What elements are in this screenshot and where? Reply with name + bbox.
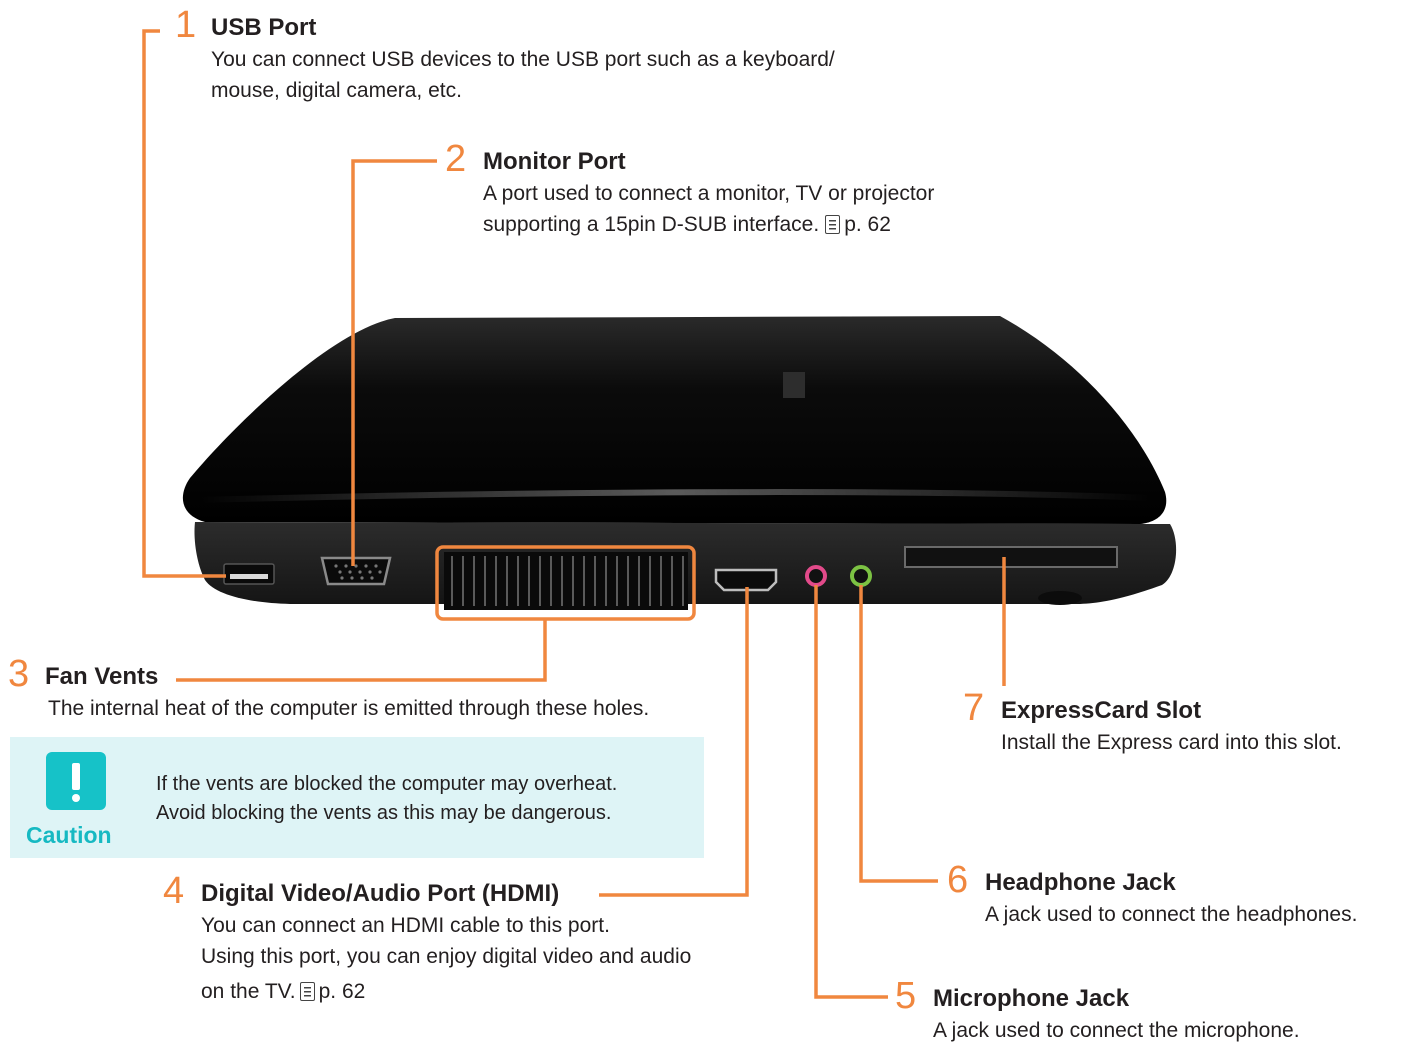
callout-number: 4 bbox=[163, 872, 184, 910]
callout-number: 5 bbox=[895, 977, 916, 1015]
callout-desc-line: A port used to connect a monitor, TV or … bbox=[483, 178, 934, 209]
expresscard-slot bbox=[905, 547, 1117, 567]
callout-number: 7 bbox=[963, 689, 984, 727]
callout-number: 2 bbox=[445, 140, 466, 178]
callout-title: ExpressCard Slot bbox=[1001, 697, 1342, 725]
headphone-jack bbox=[852, 567, 870, 585]
page-reference-icon bbox=[300, 982, 315, 1001]
page-reference[interactable]: p. 62 bbox=[319, 980, 366, 1003]
callout-desc-line: on the TV. p. 62 bbox=[201, 976, 691, 1007]
fan-vent bbox=[444, 552, 688, 610]
callout-desc-line: Install the Express card into this slot. bbox=[1001, 727, 1342, 758]
laptop-illustration bbox=[183, 316, 1176, 610]
callout-monitor-port: 2 Monitor Port A port used to connect a … bbox=[483, 148, 934, 240]
usb-port-tongue bbox=[230, 574, 268, 579]
callout-desc-line: A jack used to connect the microphone. bbox=[933, 1015, 1300, 1046]
callout-title: Digital Video/Audio Port (HDMI) bbox=[201, 880, 691, 908]
callout-title: USB Port bbox=[211, 14, 835, 42]
lid-logo-mark bbox=[783, 372, 805, 398]
callout-headphone-jack: 6 Headphone Jack A jack used to connect … bbox=[985, 869, 1357, 930]
callout-title: Microphone Jack bbox=[933, 985, 1300, 1013]
leader-headphone bbox=[861, 585, 938, 881]
callout-desc-text: supporting a 15pin D-SUB interface. bbox=[483, 213, 819, 236]
callout-desc-line: You can connect USB devices to the USB p… bbox=[211, 44, 835, 75]
caution-box: Caution If the vents are blocked the com… bbox=[10, 737, 704, 858]
callout-microphone-jack: 5 Microphone Jack A jack used to connect… bbox=[933, 985, 1300, 1046]
callout-desc-line: You can connect an HDMI cable to this po… bbox=[201, 910, 691, 941]
callout-number: 3 bbox=[8, 655, 29, 693]
callout-usb-port: 1 USB Port You can connect USB devices t… bbox=[211, 14, 835, 106]
page-reference-icon bbox=[825, 215, 840, 234]
callout-desc-text: on the TV. bbox=[201, 980, 296, 1003]
callout-hdmi-port: 4 Digital Video/Audio Port (HDMI) You ca… bbox=[201, 880, 691, 1007]
page-reference[interactable]: p. 62 bbox=[844, 213, 891, 236]
callout-fan-vents: 3 Fan Vents The internal heat of the com… bbox=[45, 663, 649, 724]
callout-title: Headphone Jack bbox=[985, 869, 1357, 897]
callout-desc-line: The internal heat of the computer is emi… bbox=[48, 693, 649, 724]
callout-desc-line: Using this port, you can enjoy digital v… bbox=[201, 941, 691, 972]
microphone-jack bbox=[807, 567, 825, 585]
leader-microphone bbox=[816, 585, 888, 997]
callout-number: 6 bbox=[947, 861, 968, 899]
laptop-foot bbox=[1038, 591, 1082, 605]
callout-expresscard-slot: 7 ExpressCard Slot Install the Express c… bbox=[1001, 697, 1342, 758]
caution-label: Caution bbox=[26, 822, 112, 849]
callout-number: 1 bbox=[175, 6, 196, 44]
callout-desc-line: mouse, digital camera, etc. bbox=[211, 75, 835, 106]
exclamation-icon bbox=[46, 752, 106, 810]
caution-line: Avoid blocking the vents as this may be … bbox=[156, 799, 617, 828]
caution-line: If the vents are blocked the computer ma… bbox=[156, 770, 617, 799]
callout-title: Monitor Port bbox=[483, 148, 934, 176]
caution-text: If the vents are blocked the computer ma… bbox=[156, 770, 617, 828]
callout-title: Fan Vents bbox=[45, 663, 649, 691]
callout-desc-line: supporting a 15pin D-SUB interface. p. 62 bbox=[483, 209, 934, 240]
callout-desc-line: A jack used to connect the headphones. bbox=[985, 899, 1357, 930]
